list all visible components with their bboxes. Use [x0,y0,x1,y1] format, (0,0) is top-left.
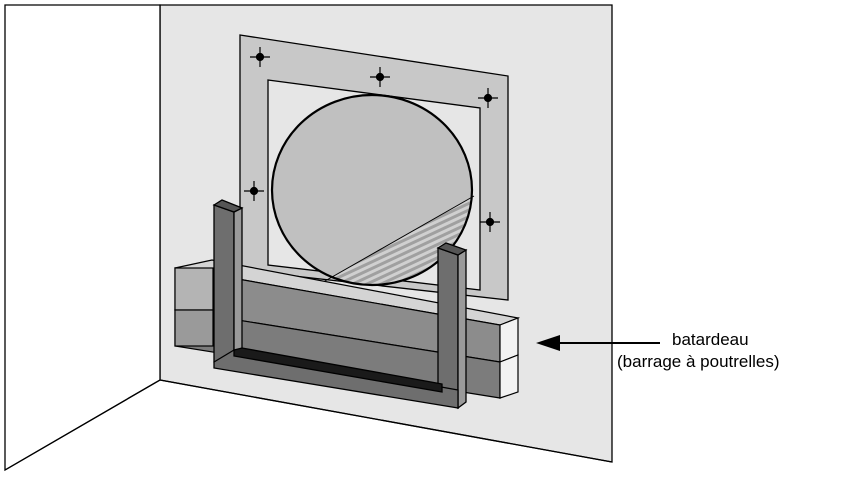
pipe-rim [270,93,474,287]
beam-left-end [174,267,214,311]
arrow-head-icon [536,335,560,351]
side-wall [4,4,161,472]
left-post-front [213,204,235,371]
beam-lower-end [499,354,519,399]
bolt-icon [370,67,390,87]
bolt-icon [478,88,498,108]
bolt-icon [244,181,264,201]
right-post-side [457,248,467,410]
floor-line [159,379,613,463]
frame-bolts [244,47,500,232]
u-gate-guide [212,199,468,410]
callout-arrow [536,335,660,351]
stacked-beams [174,259,521,399]
left-post-top [212,199,244,213]
bolt-icon [250,47,270,67]
caption-line-2: (barrage à poutrelles) [617,352,780,371]
floor-corner-line [4,379,161,471]
bottom-bar [213,349,459,409]
beam-upper-end [499,317,519,363]
frame-plate [239,34,509,301]
beam-left-end-lower [174,309,214,347]
opening-frame [239,34,509,301]
right-post-top [436,242,468,256]
caption-line-1: batardeau [672,330,749,349]
left-post-side [233,206,243,362]
bolt-icon [480,212,500,232]
water-edge [317,195,475,286]
bottom-bar-inner [233,347,443,393]
